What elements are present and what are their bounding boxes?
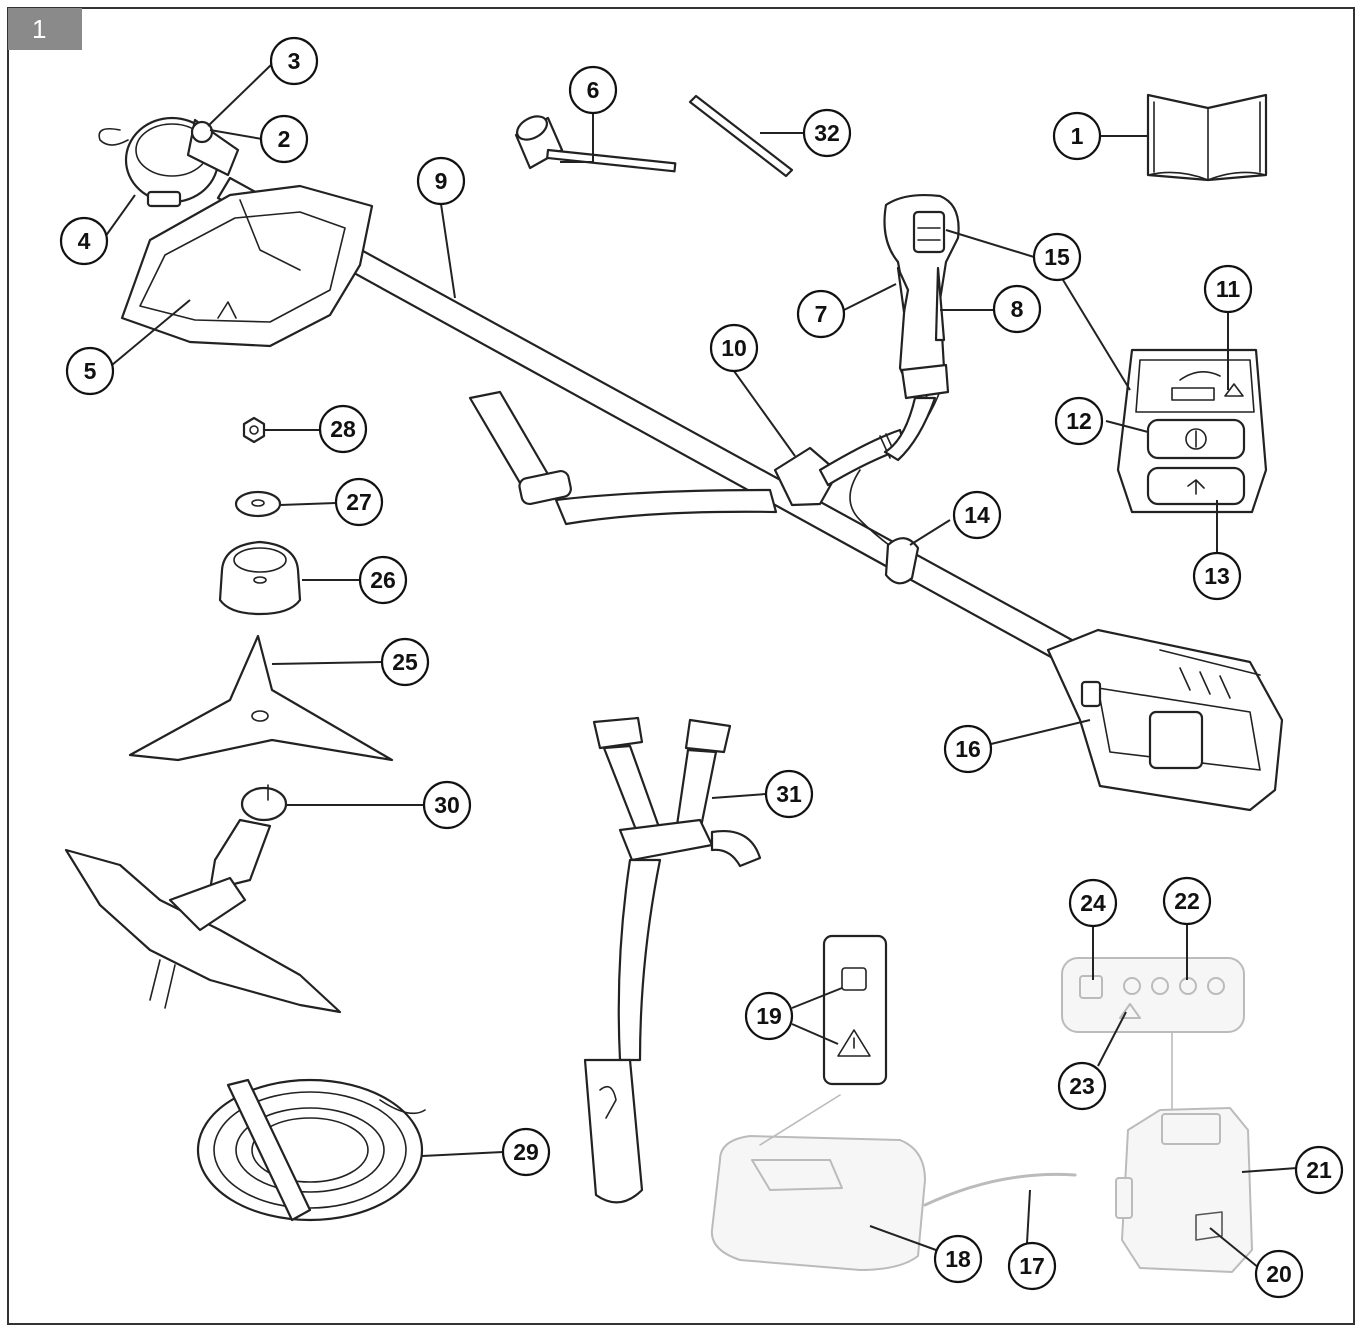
callout-6: 6 [568, 65, 618, 115]
callout-28: 28 [318, 404, 368, 454]
callout-23: 23 [1057, 1061, 1107, 1111]
battery-pack-on-tool-illustration [1046, 628, 1284, 812]
loop-handle-illustration [468, 390, 907, 526]
callout-13: 13 [1192, 551, 1242, 601]
harness-illustration [583, 716, 762, 1204]
svg-text:10: 10 [721, 335, 747, 361]
figure-number-tab [8, 8, 82, 50]
svg-text:25: 25 [392, 649, 418, 675]
callout-19: 19 [744, 991, 794, 1041]
callout-9: 9 [416, 156, 466, 206]
callout-18: 18 [933, 1234, 983, 1284]
svg-text:28: 28 [330, 416, 356, 442]
svg-text:29: 29 [513, 1139, 539, 1165]
svg-text:16: 16 [955, 736, 981, 762]
svg-text:32: 32 [814, 120, 840, 146]
hex-key-rod-illustration [688, 94, 794, 178]
callout-1: 1 [1052, 111, 1102, 161]
trimmer-head-illustration [98, 116, 240, 208]
svg-text:5: 5 [84, 358, 97, 384]
grass-guard-illustration [120, 184, 374, 348]
callout-3: 3 [269, 36, 319, 86]
callout-31: 31 [764, 769, 814, 819]
svg-text:27: 27 [346, 489, 372, 515]
operator-manual-illustration [1146, 93, 1268, 182]
svg-text:11: 11 [1216, 276, 1241, 302]
callout-20: 20 [1254, 1249, 1304, 1299]
battery-pack-illustration [1115, 1107, 1253, 1273]
callout-21: 21 [1294, 1145, 1344, 1195]
callout-26: 26 [358, 555, 408, 605]
callout-10: 10 [709, 323, 759, 373]
svg-text:19: 19 [756, 1003, 782, 1029]
trimmer-line-coil-illustration [196, 1078, 426, 1222]
support-cup-illustration [218, 540, 302, 616]
svg-text:21: 21 [1306, 1157, 1332, 1183]
callout-8: 8 [992, 284, 1042, 334]
svg-text:20: 20 [1266, 1261, 1292, 1287]
svg-text:3: 3 [288, 48, 301, 74]
rear-handle-illustration [883, 193, 960, 462]
svg-text:30: 30 [434, 792, 460, 818]
callout-5: 5 [65, 346, 115, 396]
figure-frame [7, 7, 1355, 1325]
callout-24: 24 [1068, 878, 1118, 928]
callout-29: 29 [501, 1127, 551, 1177]
svg-text:17: 17 [1019, 1253, 1045, 1279]
svg-text:9: 9 [435, 168, 448, 194]
callout-14: 14 [952, 490, 1002, 540]
svg-text:6: 6 [587, 77, 600, 103]
callout-7: 7 [796, 289, 846, 339]
svg-text:7: 7 [815, 301, 828, 327]
callout-32: 32 [802, 108, 852, 158]
blade-guard-gear-head-illustration [64, 784, 342, 1014]
callout-27: 27 [334, 477, 384, 527]
callout-4: 4 [59, 216, 109, 266]
charger-illustration [710, 1094, 926, 1271]
svg-text:13: 13 [1204, 563, 1230, 589]
svg-text:18: 18 [945, 1246, 971, 1272]
svg-text:24: 24 [1080, 890, 1106, 916]
svg-text:8: 8 [1011, 296, 1024, 322]
callout-25: 25 [380, 637, 430, 687]
charger-cable-illustration [923, 1172, 1077, 1207]
svg-text:15: 15 [1044, 244, 1070, 270]
callout-16: 16 [943, 724, 993, 774]
charger-indicator-panel-illustration [822, 934, 888, 1086]
svg-text:14: 14 [964, 502, 990, 528]
figure-number: 1 [32, 14, 46, 44]
svg-text:4: 4 [78, 228, 91, 254]
callout-15: 15 [1032, 232, 1082, 282]
battery-indicator-panel-illustration [1061, 957, 1245, 1111]
callout-30: 30 [422, 780, 472, 830]
control-panel-illustration [1116, 348, 1268, 514]
callout-2: 2 [259, 114, 309, 164]
svg-text:22: 22 [1174, 888, 1200, 914]
cutting-blade-illustration [128, 634, 394, 762]
callout-11: 11 [1203, 264, 1253, 314]
svg-text:12: 12 [1066, 408, 1092, 434]
cable-clip-illustration [884, 537, 920, 585]
svg-text:26: 26 [370, 567, 396, 593]
socket-wrench-illustration [514, 115, 677, 173]
washer-illustration [234, 490, 282, 518]
svg-text:1: 1 [1071, 123, 1084, 149]
callout-17: 17 [1007, 1241, 1057, 1291]
svg-text:23: 23 [1069, 1073, 1095, 1099]
callout-12: 12 [1054, 396, 1104, 446]
callout-22: 22 [1162, 876, 1212, 926]
svg-text:31: 31 [776, 781, 802, 807]
svg-text:2: 2 [278, 126, 291, 152]
nut-illustration [242, 416, 266, 444]
